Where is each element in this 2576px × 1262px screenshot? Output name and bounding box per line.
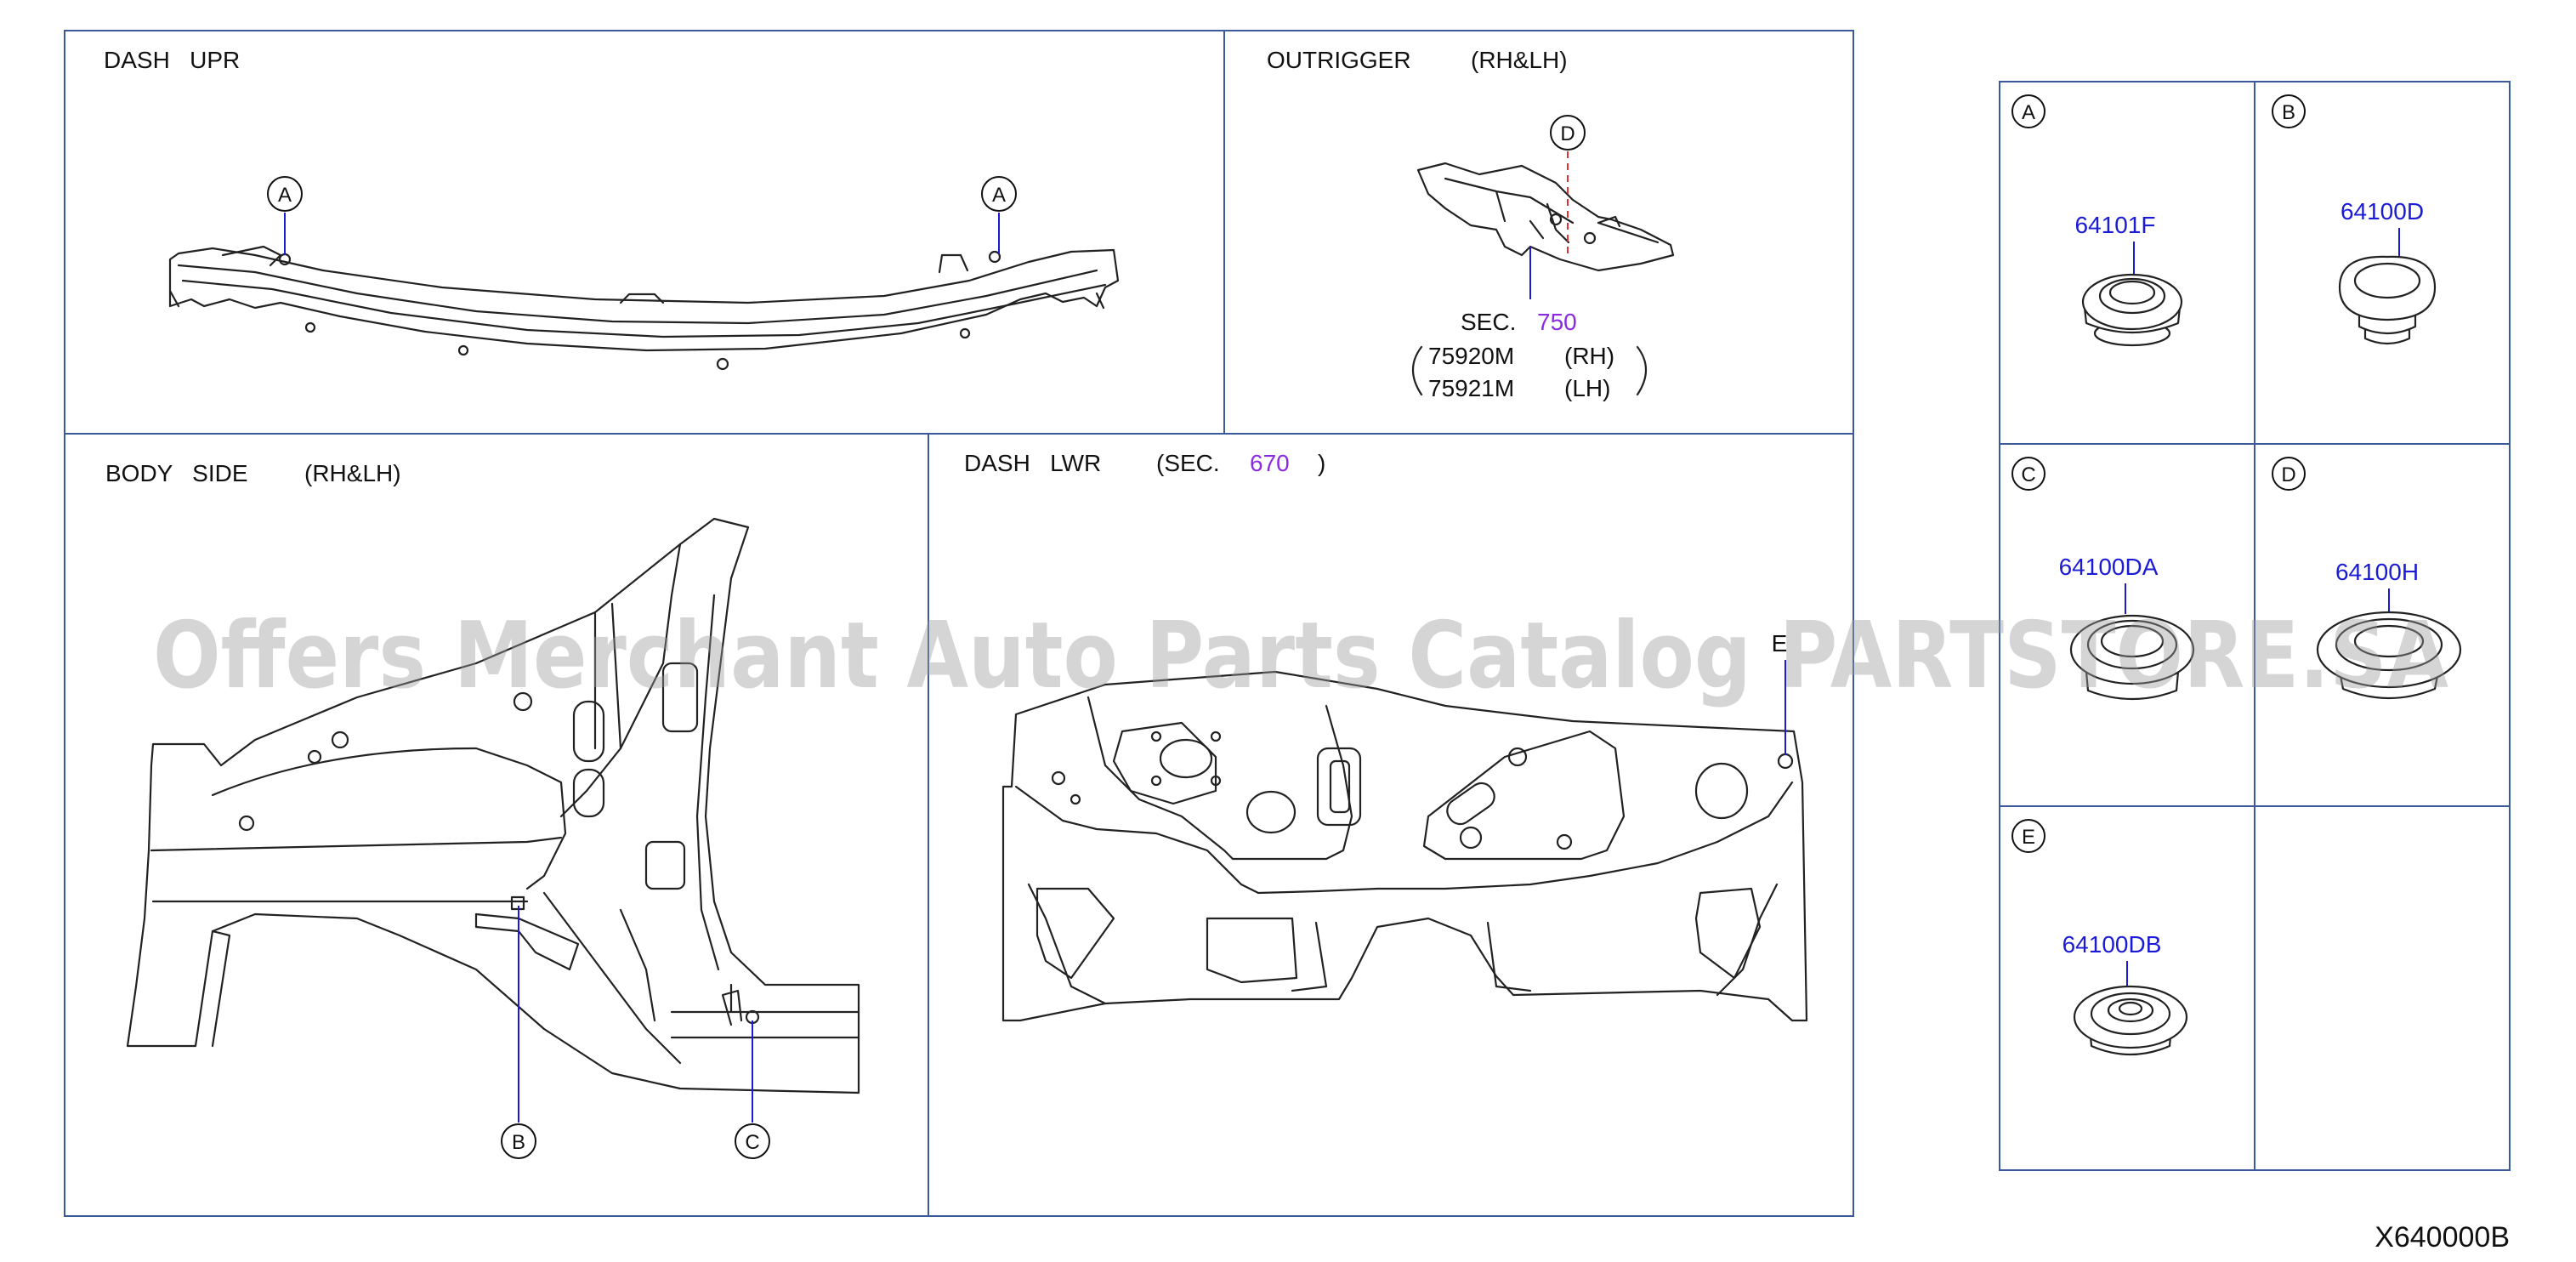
svg-text:750: 750 xyxy=(1537,309,1577,335)
callout-a-left: A xyxy=(267,176,303,255)
outrigger-panel: OUTRIGGER (RH&LH) D SEC. 750 75920M (RH)… xyxy=(1267,47,1675,401)
grommet-c-icon xyxy=(2069,614,2195,701)
svg-text:A: A xyxy=(2022,101,2035,124)
callout-c: C xyxy=(735,1020,770,1159)
legend-cell-a: A 64101F xyxy=(2011,94,2183,347)
outrigger-qualifier: (RH&LH) xyxy=(1471,47,1568,73)
dash-lwr-sec-number: 670 xyxy=(1250,450,1290,476)
callout-d: D xyxy=(1550,115,1586,255)
part-side-lh: (LH) xyxy=(1564,375,1610,401)
svg-text:SEC.: SEC. xyxy=(1461,309,1516,335)
part-number-c: 64100DA xyxy=(2059,554,2159,580)
diagram-code: X640000B xyxy=(2375,1221,2510,1253)
dash-upr-title: DASH UPR xyxy=(104,47,240,73)
legend-cell-c: C 64100DA xyxy=(2011,457,2195,701)
plug-b-icon xyxy=(2338,255,2437,345)
dash-upper-beam-drawing xyxy=(168,245,1120,371)
outrigger-part-list: 75920M (RH) 75921M (LH) xyxy=(1412,343,1647,401)
callout-b: B xyxy=(501,906,536,1159)
svg-text:D: D xyxy=(2281,463,2295,486)
body-side-panel: BODY SIDE (RH&LH) xyxy=(105,460,860,1159)
outrigger-sec-ref: SEC. 750 xyxy=(1461,309,1577,335)
svg-text:B: B xyxy=(512,1131,525,1154)
callout-a-right: A xyxy=(981,176,1017,253)
dash-lower-panel-drawing xyxy=(1001,670,1808,1022)
part-side-rh: (RH) xyxy=(1564,343,1614,369)
svg-text:A: A xyxy=(278,184,292,207)
grommet-e-icon xyxy=(2073,985,2188,1056)
svg-text:C: C xyxy=(2021,463,2035,486)
fastener-legend: A 64101F B 64100D xyxy=(1999,81,2511,1171)
dash-upr-panel: DASH UPR A A xyxy=(104,47,1120,371)
part-number-b: 64100D xyxy=(2341,198,2424,225)
part-number-d: 64100H xyxy=(2335,559,2419,585)
part-number-e: 64100DB xyxy=(2063,931,2162,958)
svg-text:D: D xyxy=(1560,122,1575,145)
part-number-rh: 75920M xyxy=(1428,343,1514,369)
outrigger-drawing xyxy=(1416,162,1675,272)
svg-text:E: E xyxy=(2022,826,2035,849)
body-side-title: BODY SIDE xyxy=(105,460,248,486)
svg-text:C: C xyxy=(745,1131,759,1154)
dash-lwr-panel: DASH LWR (SEC. 670 ) xyxy=(964,450,1808,1022)
legend-cell-b: B 64100D xyxy=(2272,94,2437,345)
dash-lwr-title: DASH LWR xyxy=(964,450,1101,476)
legend-cell-d: D 64100H xyxy=(2272,457,2462,700)
body-side-qualifier: (RH&LH) xyxy=(304,460,401,486)
body-side-drawing xyxy=(126,517,860,1094)
svg-text:B: B xyxy=(2282,101,2295,124)
part-number-lh: 75921M xyxy=(1428,375,1514,401)
main-frame xyxy=(64,30,1854,1217)
svg-text:E: E xyxy=(1772,630,1788,657)
dash-lwr-sec-open: (SEC. xyxy=(1156,450,1220,476)
part-number-a: 64101F xyxy=(2075,212,2156,238)
callout-e: E xyxy=(1772,630,1788,755)
dash-lwr-sec-close: ) xyxy=(1318,450,1325,476)
legend-cell-e: E 64100DB xyxy=(2011,819,2188,1056)
grommet-d-icon xyxy=(2316,611,2462,700)
grommet-a-icon xyxy=(2081,273,2183,347)
svg-text:A: A xyxy=(992,184,1006,207)
watermark-text: Offers Merchant Auto Parts Catalog PARTS… xyxy=(153,603,2448,709)
outrigger-title: OUTRIGGER xyxy=(1267,47,1411,73)
